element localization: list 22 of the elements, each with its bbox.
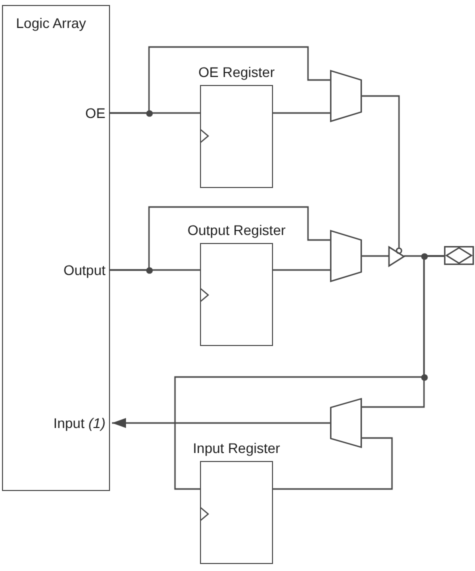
port-label: OE	[85, 104, 106, 120]
multiplexer	[330, 230, 362, 282]
logic-array-block	[2, 5, 110, 491]
wire	[362, 255, 389, 257]
wire	[110, 46, 330, 114]
port-label: Output	[63, 262, 106, 278]
wire	[273, 112, 330, 114]
wire	[362, 95, 400, 248]
port-label: Input (1)	[53, 414, 106, 430]
wire	[273, 269, 330, 271]
tristate-buffer	[388, 246, 406, 268]
wire	[362, 255, 444, 408]
block-title: Logic Array	[16, 15, 86, 31]
multiplexer	[330, 398, 362, 448]
register-label: Output Register	[187, 222, 286, 238]
wire	[110, 206, 330, 271]
register-label: Input Register	[192, 440, 280, 456]
arrow	[112, 418, 330, 428]
io-pin-symbol	[444, 246, 474, 265]
wire	[273, 437, 393, 490]
register-label: OE Register	[198, 64, 275, 80]
multiplexer	[330, 70, 362, 122]
